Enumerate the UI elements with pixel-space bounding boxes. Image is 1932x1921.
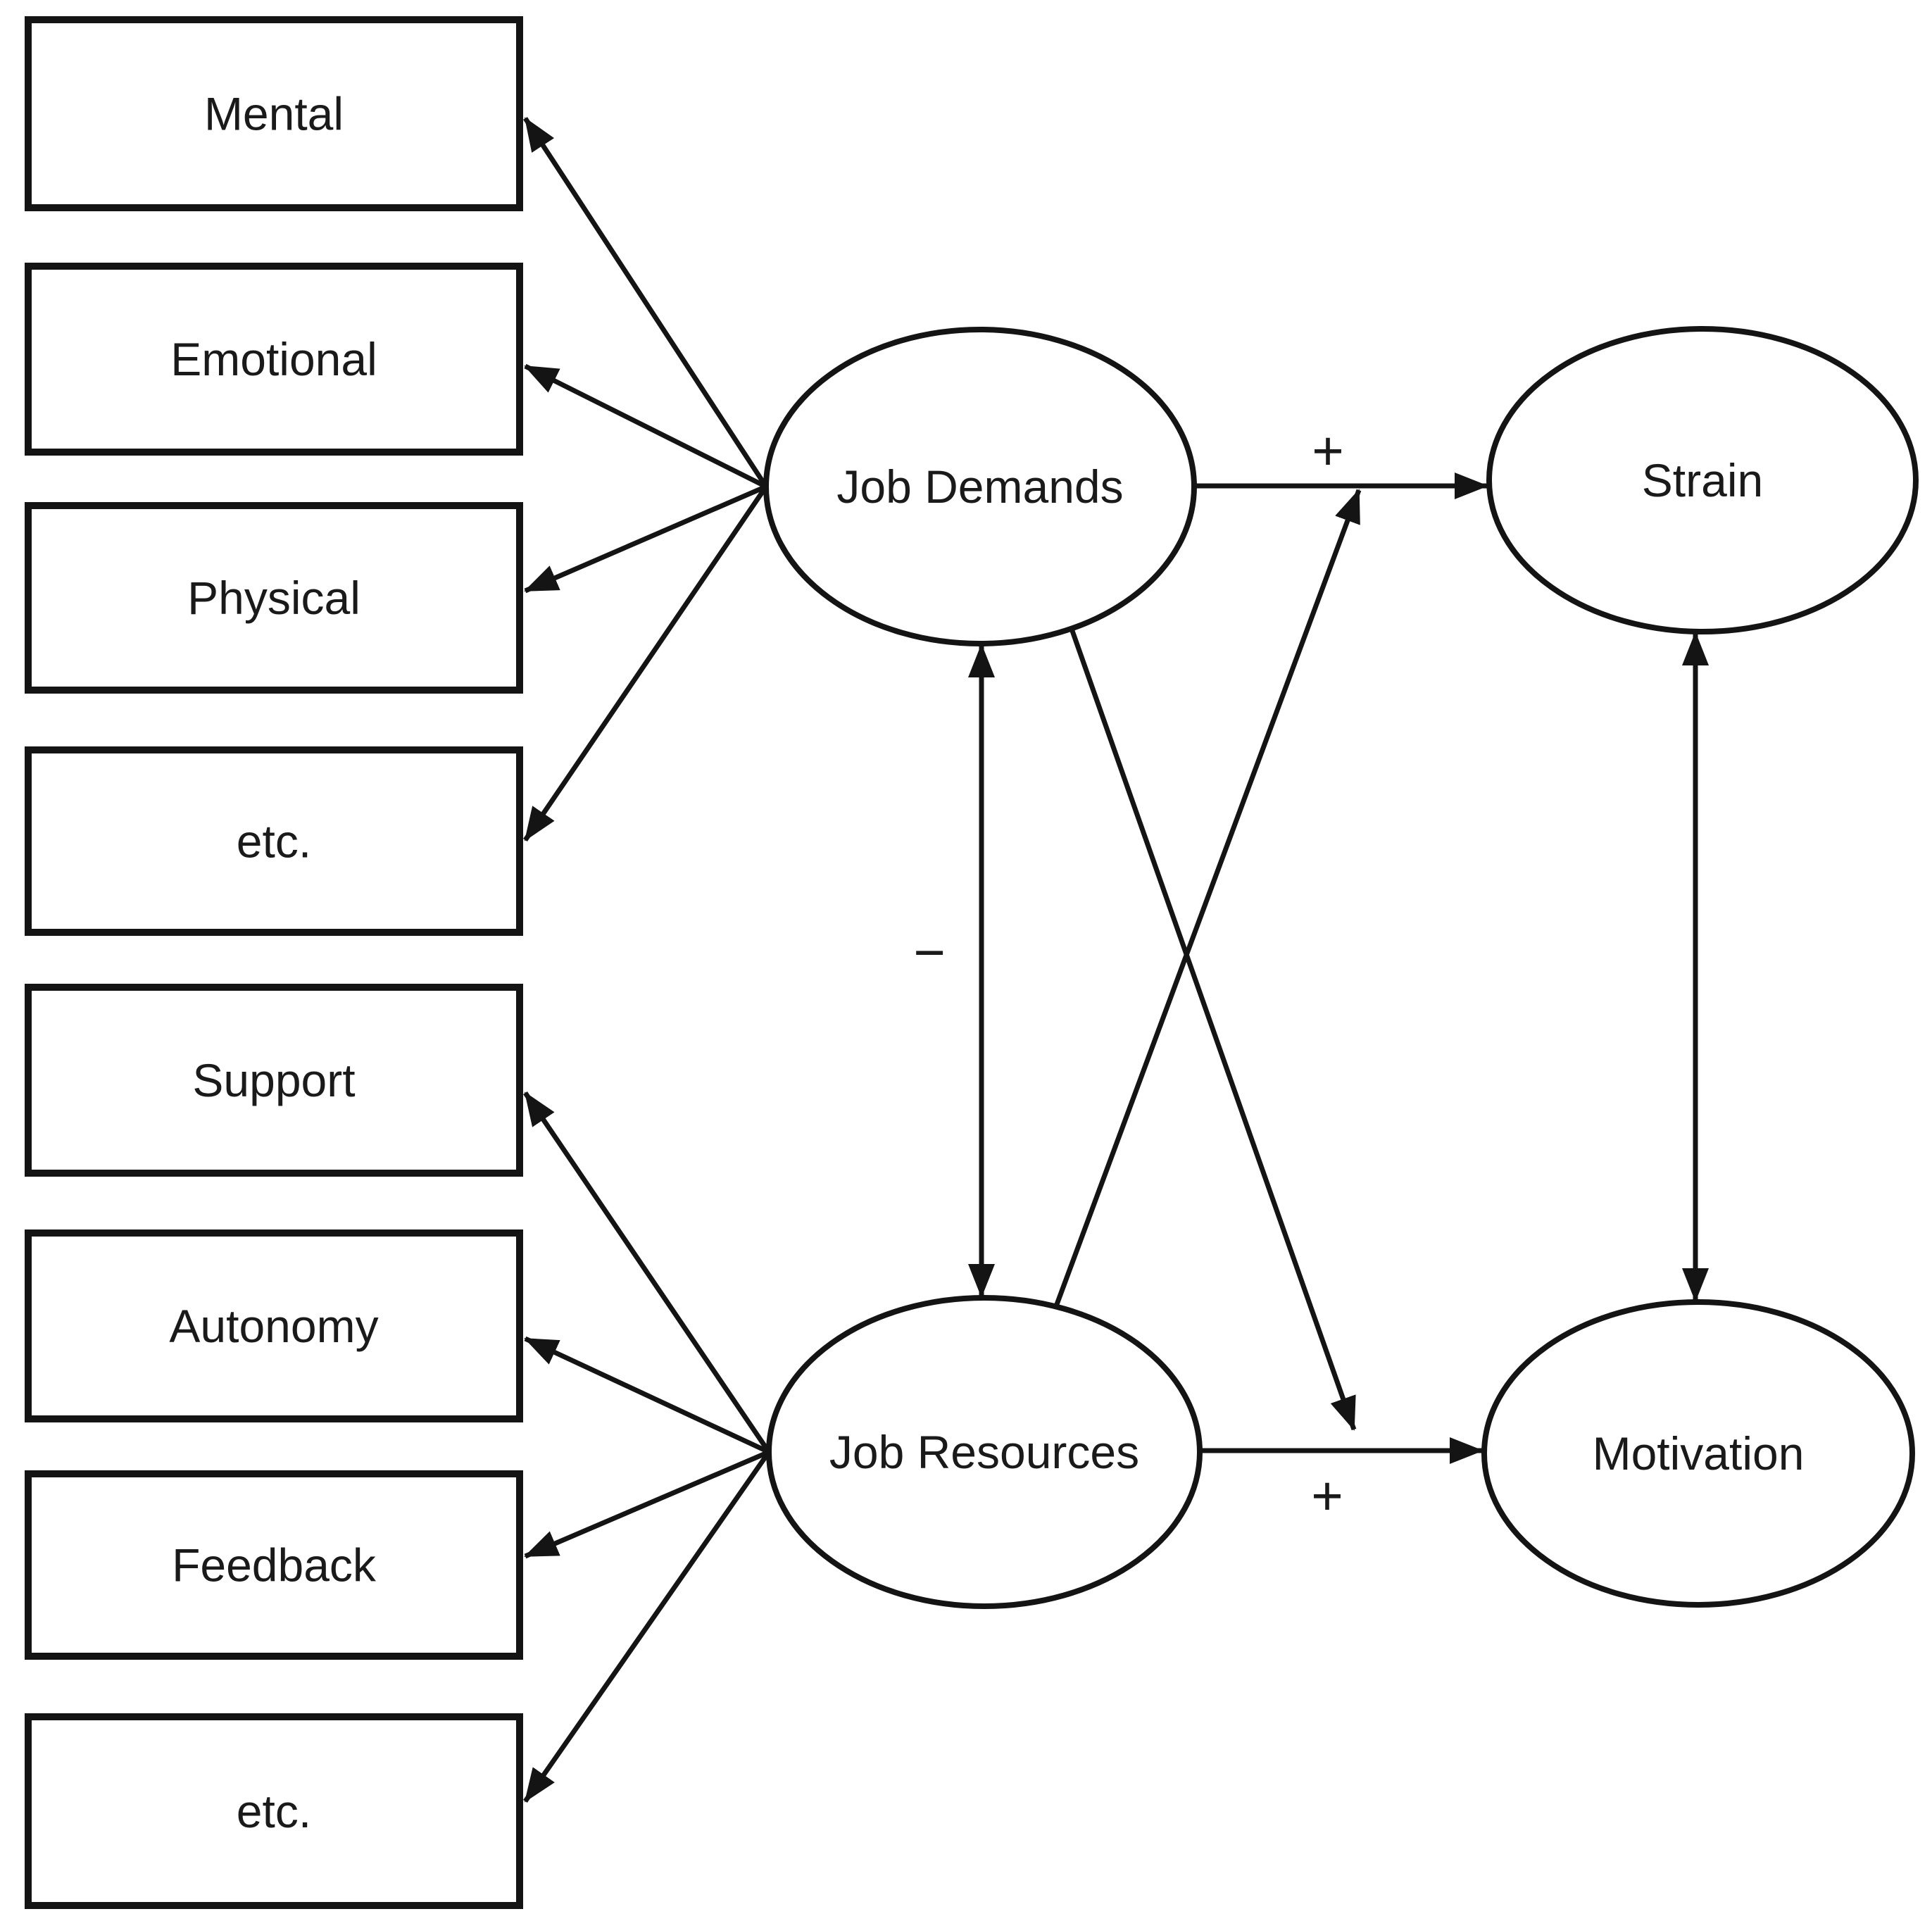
indicator-box-autonomy bbox=[25, 1229, 523, 1422]
indicator-label-support: Support bbox=[192, 1054, 355, 1106]
indicator-box-physical bbox=[25, 502, 523, 694]
indicator-label-emotional: Emotional bbox=[170, 333, 377, 385]
arrow-job-demands-to-motivation-path bbox=[1069, 627, 1357, 1431]
indicator-box-feedback bbox=[25, 1470, 523, 1660]
indicator-box-support bbox=[25, 984, 523, 1177]
latent-ellipse-strain bbox=[1486, 326, 1919, 634]
arrow-job-demands-to-physical bbox=[524, 484, 767, 594]
indicator-label-physical: Physical bbox=[187, 572, 360, 624]
indicator-label-autonomy: Autonomy bbox=[169, 1300, 378, 1352]
latent-label-job-resources: Job Resources bbox=[829, 1426, 1139, 1478]
indicator-box-mental bbox=[25, 16, 523, 211]
node-shapes-layer bbox=[25, 16, 1919, 1909]
arrow-job-demands-to-etc bbox=[523, 485, 768, 841]
arrow-job-resources-to-etc bbox=[523, 1450, 771, 1803]
latent-ellipse-motivation bbox=[1481, 1299, 1915, 1608]
minus-label-covariance: − bbox=[913, 921, 946, 983]
indicator-label-etc-demands: etc. bbox=[237, 815, 311, 868]
plus-label-strain-path: + bbox=[1312, 420, 1344, 482]
indicator-label-feedback: Feedback bbox=[172, 1539, 377, 1591]
latent-label-motivation: Motivation bbox=[1593, 1427, 1805, 1479]
latent-ellipse-job-demands bbox=[763, 327, 1197, 646]
arrow-job-resources-to-autonomy bbox=[524, 1336, 770, 1455]
indicator-box-etc-resources bbox=[25, 1713, 523, 1909]
arrow-job-resources-to-strain-path bbox=[1053, 489, 1362, 1308]
plus-label-motivation-path: + bbox=[1311, 1465, 1343, 1527]
indicator-box-emotional bbox=[25, 263, 523, 456]
arrow-job-resources-to-feedback bbox=[524, 1449, 770, 1559]
arrow-job-demands-to-emotional bbox=[524, 363, 767, 489]
indicator-box-etc-demands bbox=[25, 746, 523, 936]
latent-label-job-demands: Job Demands bbox=[836, 461, 1123, 513]
arrow-job-demands-to-mental bbox=[523, 117, 768, 488]
arrow-job-resources-to-support bbox=[523, 1091, 771, 1453]
latent-label-strain: Strain bbox=[1642, 454, 1763, 506]
latent-ellipse-job-resources bbox=[766, 1295, 1203, 1609]
path-arrows-layer bbox=[523, 117, 1709, 1803]
indicator-label-mental: Mental bbox=[204, 88, 344, 140]
indicator-label-etc-resources: etc. bbox=[237, 1785, 311, 1837]
